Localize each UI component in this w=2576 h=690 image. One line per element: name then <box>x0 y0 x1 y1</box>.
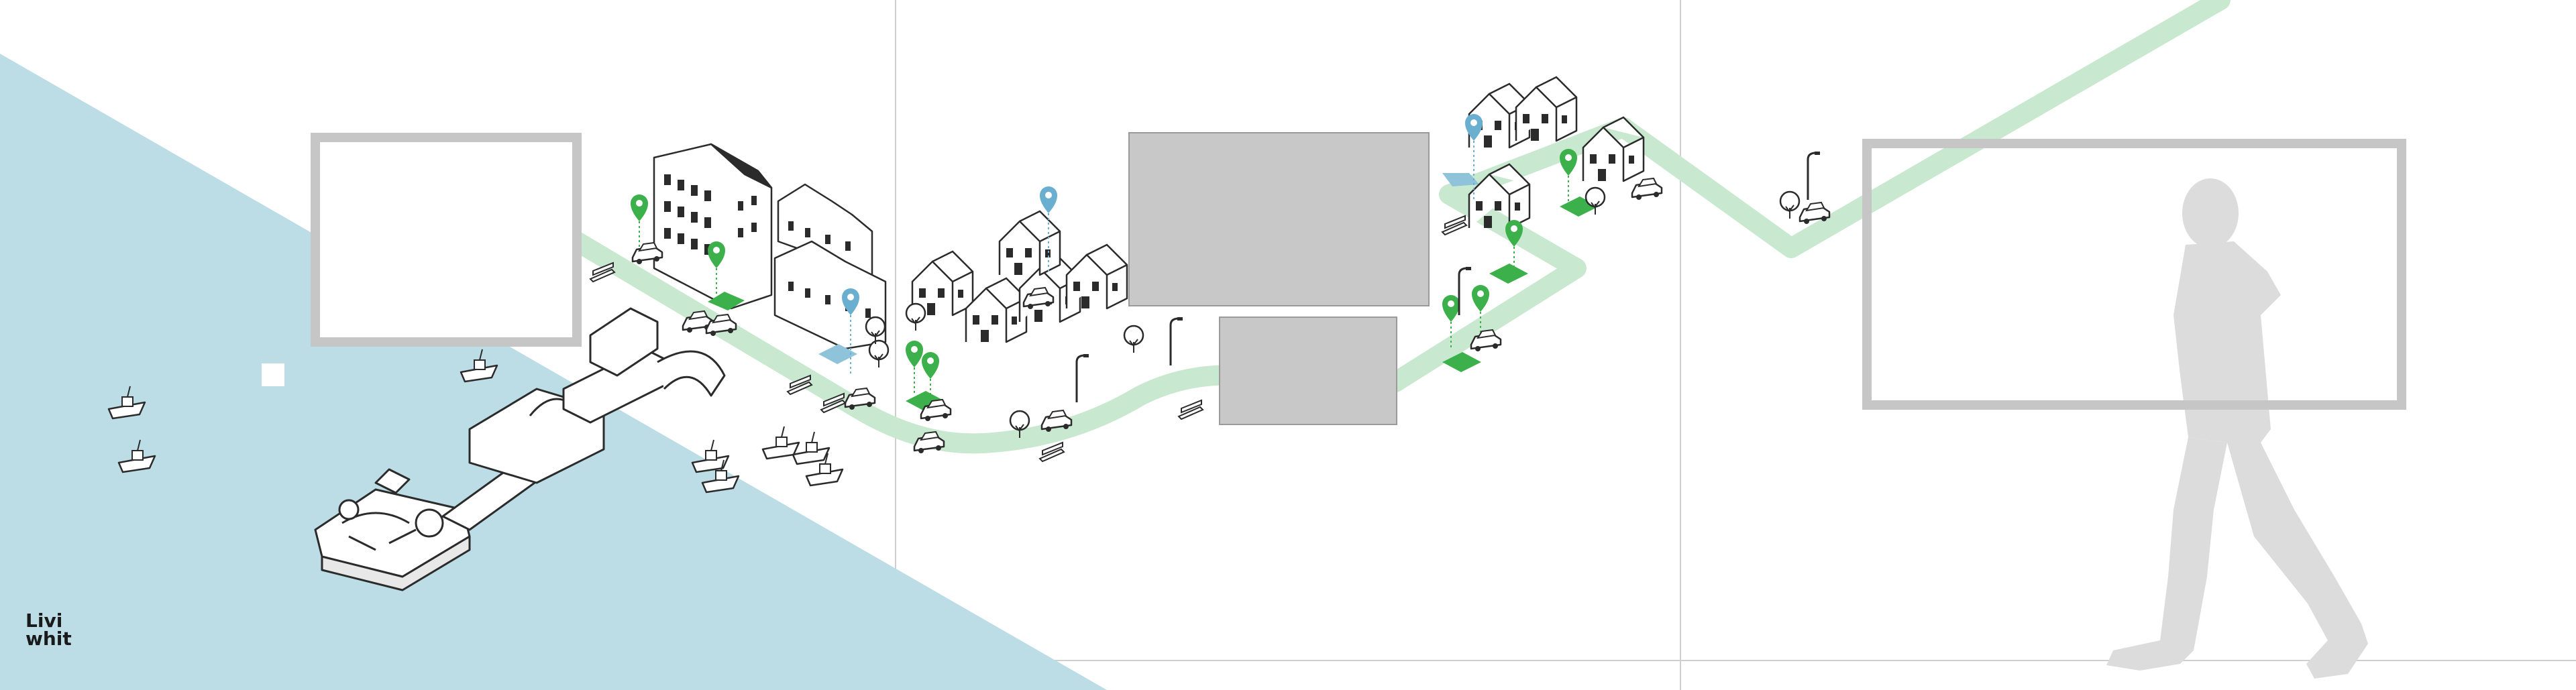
street-lamp-icon <box>1458 266 1472 317</box>
street-lamp-icon <box>1169 316 1184 367</box>
bench-icon <box>1178 400 1203 420</box>
parking-bay <box>906 391 945 411</box>
small-placeholder-square <box>262 363 284 386</box>
parking-bay <box>708 292 745 310</box>
image-placeholder-frame-1 <box>311 133 582 347</box>
bench-icon <box>1039 442 1065 462</box>
map-pin-icon <box>1559 148 1578 203</box>
tree-icon <box>1123 325 1144 354</box>
parking-bay <box>1442 352 1481 372</box>
map-pin-icon <box>905 340 924 395</box>
logo-line-2: whit <box>25 628 72 650</box>
car-icon <box>1799 201 1831 225</box>
tree-icon <box>868 339 890 369</box>
boat-icon <box>792 430 830 465</box>
sea-area <box>0 54 1107 690</box>
image-placeholder-block-2 <box>1219 317 1397 425</box>
seafront-buildings <box>653 143 887 350</box>
image-placeholder-frame-2 <box>1862 139 2406 410</box>
parking-bay <box>818 344 857 364</box>
image-placeholder-block-1 <box>1128 132 1430 306</box>
walking-person-silhouette <box>2106 178 2368 679</box>
street-lamp-icon <box>1075 353 1090 404</box>
map-pin-icon <box>630 194 649 249</box>
parking-bay <box>1489 264 1528 284</box>
tree-icon <box>1779 190 1801 220</box>
tree-icon <box>905 302 926 332</box>
street-lamp-icon <box>1807 150 1821 201</box>
car-icon <box>1631 177 1663 201</box>
logo-line-1: Livi <box>25 610 62 632</box>
pier <box>314 307 726 591</box>
bench-icon <box>1442 215 1467 235</box>
parking-bay <box>1442 173 1479 186</box>
brand-logo: Livi whit <box>25 610 72 650</box>
